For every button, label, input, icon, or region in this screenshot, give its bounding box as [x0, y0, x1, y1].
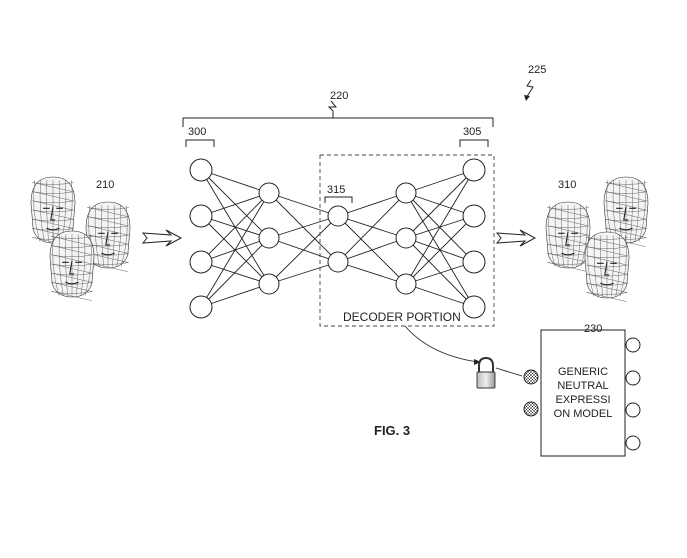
ref-225-leader-icon: [525, 79, 534, 99]
input-arrow-icon: [141, 229, 183, 247]
edge-l0-2-0: [200, 192, 270, 263]
ref-310-label: 310: [558, 179, 576, 191]
node-layer0-2: [189, 250, 213, 274]
mesh-head-right-3: [584, 231, 630, 302]
ref-230-label: 230: [584, 323, 602, 335]
node-layer0-0: [189, 158, 213, 182]
model-line-4: ON MODEL: [554, 408, 613, 420]
ref-305-label: 305: [463, 126, 481, 138]
node-layer0-1: [189, 204, 213, 228]
mesh-head-right-1: [545, 201, 591, 272]
edge-l0-3-2: [200, 283, 270, 308]
node-layer4-2: [462, 250, 486, 274]
mesh-head-left-1: [30, 176, 76, 247]
node-layer3-0: [395, 182, 417, 204]
lock-leader-line: [495, 367, 523, 377]
model-line-2: NEUTRAL: [557, 380, 608, 392]
edge-l1-0-0: [268, 192, 339, 217]
node-layer4-0: [462, 158, 486, 182]
ref-300-label: 300: [188, 126, 206, 138]
locked-node-2: [523, 401, 539, 417]
edge-l1-1-0: [268, 215, 339, 239]
model-port-2: [625, 370, 641, 386]
ref-225-label: 225: [528, 64, 546, 76]
figure-title: FIG. 3: [374, 423, 410, 438]
node-layer2-0: [327, 205, 349, 227]
edge-l0-0-0: [200, 169, 270, 194]
output-arrow-icon: [495, 229, 537, 247]
node-layer3-2: [395, 273, 417, 295]
node-layer1-1: [258, 227, 280, 249]
input-layer-bracket: [185, 139, 215, 147]
edge-l0-3-0: [200, 192, 270, 308]
network-edges: [200, 169, 475, 308]
mesh-head-left-3: [49, 230, 95, 301]
node-layer1-0: [258, 182, 280, 204]
lock-icon: [476, 356, 496, 389]
network-nodes: [189, 158, 486, 319]
edge-l2-1-0: [337, 192, 407, 263]
ref-220-label: 220: [330, 90, 348, 102]
edge-l3-1-3: [405, 237, 475, 308]
ref-210-label: 210: [96, 179, 114, 191]
edge-l0-1-0: [200, 192, 270, 217]
output-layer-bracket: [459, 139, 489, 147]
decoder-portion-box: [319, 154, 495, 327]
network-bracket-220: [182, 117, 494, 127]
mesh-head-right-2: [603, 176, 649, 247]
edge-l2-1-1: [337, 237, 407, 263]
model-line-3: EXPRESSI: [555, 394, 610, 406]
ref-225-arrowhead-icon: [524, 95, 530, 101]
edge-l3-0-0: [405, 169, 475, 194]
edge-l3-2-1: [405, 215, 475, 285]
model-line-1: GENERIC: [558, 366, 608, 378]
node-layer0-3: [189, 295, 213, 319]
mesh-head-groups: [30, 176, 649, 302]
node-layer2-1: [327, 251, 349, 273]
edge-l3-2-0: [405, 169, 475, 285]
edge-l1-2-1: [268, 261, 339, 285]
mesh-head-left-2: [85, 201, 131, 272]
node-layer3-1: [395, 227, 417, 249]
ref-315-label: 315: [327, 184, 345, 196]
decoder-portion-label: DECODER PORTION: [343, 310, 461, 324]
edge-l3-1-0: [405, 169, 475, 239]
model-port-1: [625, 337, 641, 353]
leader-arrowhead-icon: [474, 359, 481, 365]
node-layer4-1: [462, 204, 486, 228]
model-port-4: [625, 435, 641, 451]
edge-l2-1-2: [337, 261, 407, 285]
edge-l0-3-1: [200, 237, 270, 308]
node-layer1-2: [258, 273, 280, 295]
latent-layer-bracket: [324, 196, 353, 203]
edge-l1-2-0: [268, 215, 339, 285]
generic-model-box: [540, 329, 626, 457]
node-layer4-3: [462, 295, 486, 319]
edge-l3-2-3: [405, 283, 475, 308]
edge-l0-0-1: [200, 169, 270, 239]
ref-220-leader: [327, 100, 338, 118]
decoder-leader-line: [404, 325, 479, 363]
edge-l3-2-2: [405, 261, 475, 285]
edge-l1-0-1: [268, 192, 339, 263]
model-port-3: [625, 402, 641, 418]
locked-node-1: [523, 369, 539, 385]
edge-l2-0-0: [337, 192, 407, 217]
